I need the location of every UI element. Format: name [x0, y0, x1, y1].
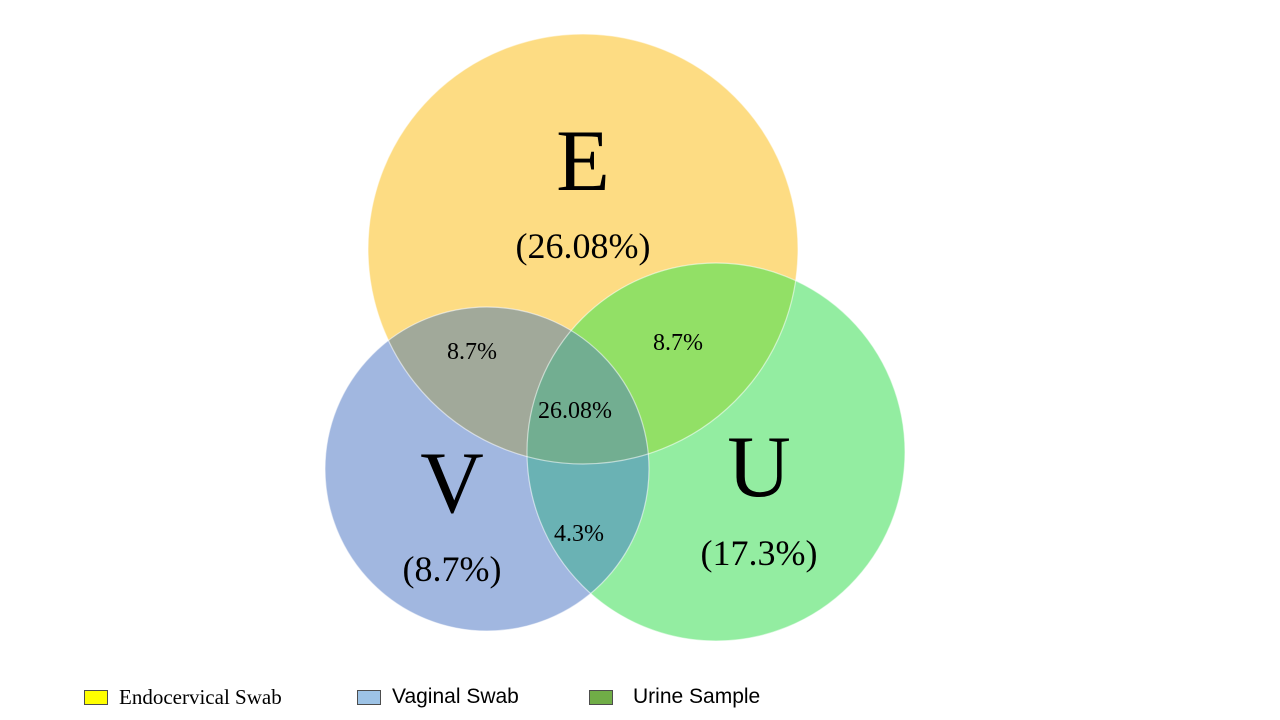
overlap-label-e-u: 8.7% [653, 330, 703, 356]
set-letter-v: V [420, 435, 484, 532]
legend-item-endocervical: Endocervical Swab [84, 683, 282, 711]
outline-u [526, 262, 906, 642]
outline-e [367, 33, 799, 465]
set-pct-v: (8.7%) [403, 549, 502, 589]
set-letter-e: E [556, 113, 610, 210]
legend-label-endocervical: Endocervical Swab [119, 684, 282, 709]
legend-label-urine: Urine Sample [633, 685, 761, 708]
set-letter-u: U [727, 419, 791, 516]
legend-label-vaginal: Vaginal Swab [392, 685, 519, 708]
set-pct-u: (17.3%) [701, 533, 818, 573]
outline-v [324, 306, 650, 632]
overlap-label-v-u: 4.3% [554, 521, 604, 547]
legend-swatch-urine [589, 689, 613, 705]
legend: Endocervical Swab Vaginal Swab Urine Sam… [0, 680, 1280, 714]
set-pct-e: (26.08%) [516, 226, 651, 266]
overlap-label-e-v-u: 26.08% [538, 398, 612, 424]
legend-swatch-vaginal [357, 689, 381, 705]
legend-item-vaginal: Vaginal Swab [357, 683, 519, 711]
overlap-label-e-v: 8.7% [447, 339, 497, 365]
legend-swatch-endocervical [84, 689, 108, 705]
legend-item-urine: Urine Sample [589, 683, 760, 711]
